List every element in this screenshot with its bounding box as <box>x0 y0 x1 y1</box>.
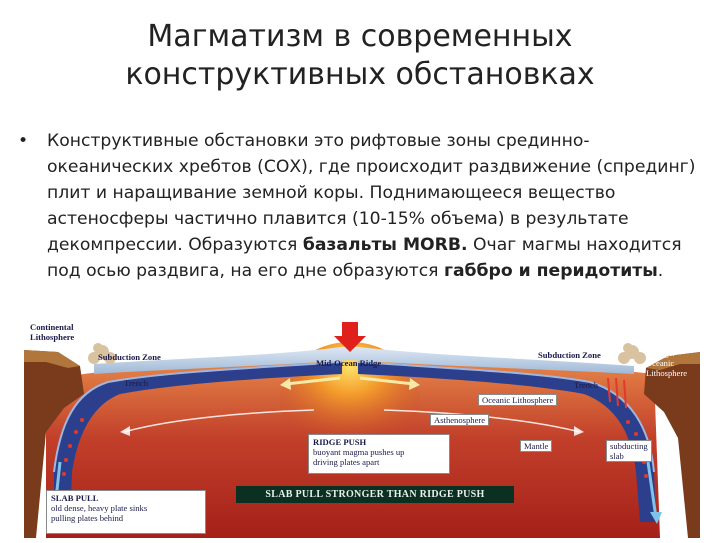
slab-pull-title: SLAB PULL <box>51 493 99 503</box>
ridge-push-description: buoyant magma pushes up driving plates a… <box>313 447 405 467</box>
label-trench-right: Trench <box>574 380 599 390</box>
label-trench-left: Trench <box>124 378 149 388</box>
bullet-text-part-1: Конструктивные обстановки это рифтовые з… <box>47 131 696 255</box>
left-continent <box>24 350 84 538</box>
slab-pull-arrowhead-right <box>650 512 662 524</box>
plate-tectonics-diagram: Continental Lithosphere Subduction Zone … <box>24 322 700 538</box>
left-volcano <box>88 343 116 364</box>
label-subducting-slab: subducting slab <box>606 440 652 462</box>
right-continent <box>644 352 700 538</box>
label-mid-ocean-ridge: Mid-Ocean Ridge <box>316 358 382 368</box>
ridge-push-box: RIDGE PUSH buoyant magma pushes up drivi… <box>308 434 450 474</box>
right-melt-plumes <box>607 377 627 409</box>
bullet-text-part-2: Очаг магмы находится под осью раздвига, … <box>47 235 682 281</box>
left-plate-edge <box>53 361 343 473</box>
left-continent-top <box>24 350 80 368</box>
slab-pull-arrow-right <box>646 461 658 519</box>
ridge-push-title: RIDGE PUSH <box>313 437 367 447</box>
slide-title-line-1: Магматизм в современных <box>147 19 573 54</box>
label-subduction-zone-right: Subduction Zone <box>538 350 601 360</box>
right-plate-edge <box>357 361 655 473</box>
slide-title-line-2: конструктивных обстановках <box>125 57 595 92</box>
ridge-push-arrow-left <box>285 376 341 386</box>
label-asthenosphere: Asthenosphere <box>430 414 490 426</box>
slab-pull-description: old dense, heavy plate sinks pulling pla… <box>51 503 148 523</box>
bullet-text: Конструктивные обстановки это рифтовые з… <box>47 128 708 284</box>
ridge-push-arrowhead-left <box>280 378 291 390</box>
left-convection-arrowhead <box>120 426 130 436</box>
right-continent-top <box>646 352 700 370</box>
upwelling-arrow-shaft <box>342 322 358 336</box>
label-continental-lithosphere: Continental Lithosphere <box>30 322 75 342</box>
bullet-bold-morb: базальты MORB. <box>302 235 468 255</box>
slide-title: Магматизм в современных конструктивных о… <box>0 18 720 94</box>
label-oceanic-lithosphere: Oceanic Lithosphere <box>478 394 558 406</box>
ridge-push-arrow-right <box>359 376 415 386</box>
bullet-text-part-3: . <box>657 261 664 281</box>
bullet-point: • <box>18 131 29 151</box>
left-convection-arrow <box>123 409 315 433</box>
slab-pull-box: SLAB PULL old dense, heavy plate sinks p… <box>46 490 206 534</box>
label-younger-oceanic-lithosphere: Younger Oceanic Lithosphere <box>646 348 688 378</box>
ridge-push-arrowhead-right <box>409 378 420 390</box>
left-slab-melt <box>62 418 84 476</box>
ocean-surface <box>94 346 634 374</box>
bullet-bold-gabbro: габбро и перидотиты <box>443 261 658 281</box>
label-subduction-zone-left: Subduction Zone <box>98 352 161 362</box>
upwelling-arrow-head <box>334 336 366 352</box>
slab-pull-banner: SLAB PULL STRONGER THAN RIDGE PUSH <box>236 486 514 503</box>
label-mantle: Mantle <box>520 440 553 452</box>
right-convection-arrowhead <box>574 426 584 436</box>
bullet-paragraph: • Конструктивные обстановки это рифтовые… <box>18 128 708 284</box>
right-volcano <box>618 343 646 364</box>
